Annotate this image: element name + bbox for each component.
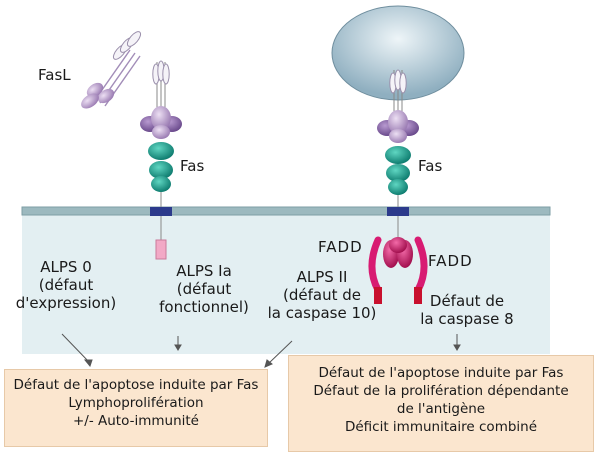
alps0-line3: d'expression) [15,294,117,312]
caspase8-label: Défaut de la caspase 8 [408,292,526,328]
cytoplasm-region [22,212,550,354]
outcome-box-left: Défaut de l'apoptose induite par Fas Lym… [4,369,268,447]
plasma-membrane [21,206,551,216]
outcome-right-line4: Déficit immunitaire combiné [344,419,538,435]
alps2-line2: (défaut de [283,286,361,304]
fas-receptor-right [377,69,419,240]
alps0-label: ALPS 0 (défaut d'expression) [14,258,118,312]
fas-receptor-left [140,60,182,260]
outcome-right-line2: Défaut de la prolifération dépendante [313,383,569,399]
alps1a-line1: ALPS Ia [176,262,232,280]
outcome-left-line1: Défaut de l'apoptose induite par Fas [13,377,259,393]
outcome-box-right: Défaut de l'apoptose induite par Fas Déf… [288,355,594,452]
outcome-left-line3: +/- Auto-immunité [72,413,199,429]
alps2-line3: la caspase 10) [267,304,377,322]
fas-label-right: Fas [418,157,443,175]
alps1a-line3: fonctionnel) [159,298,249,316]
caspase8-line1: Défaut de [429,292,505,310]
outcome-right-line1: Défaut de l'apoptose induite par Fas [318,365,564,381]
outcome-left-line2: Lymphoprolifération [68,395,204,411]
fasl-ligand-shape [81,31,142,109]
caspase8-line2: la caspase 8 [420,310,514,328]
fas-label-left: Fas [180,157,205,175]
alps0-line2: (défaut [38,276,94,294]
fadd-caspase-complex [368,236,428,304]
fadd-label-right: FADD [428,252,473,270]
alps1a-label: ALPS Ia (défaut fonctionnel) [150,262,258,316]
connector-lines [61,333,461,368]
outcome-right-line3: de l'antigène [396,401,486,417]
fadd-label-left: FADD [318,238,363,256]
fasl-label: FasL [38,66,71,84]
alps1a-line2: (défaut [176,280,232,298]
alps0-line1: ALPS 0 [40,258,92,276]
alps2-line1: ALPS II [296,268,348,286]
alps2-label: ALPS II (défaut de la caspase 10) [258,268,386,322]
